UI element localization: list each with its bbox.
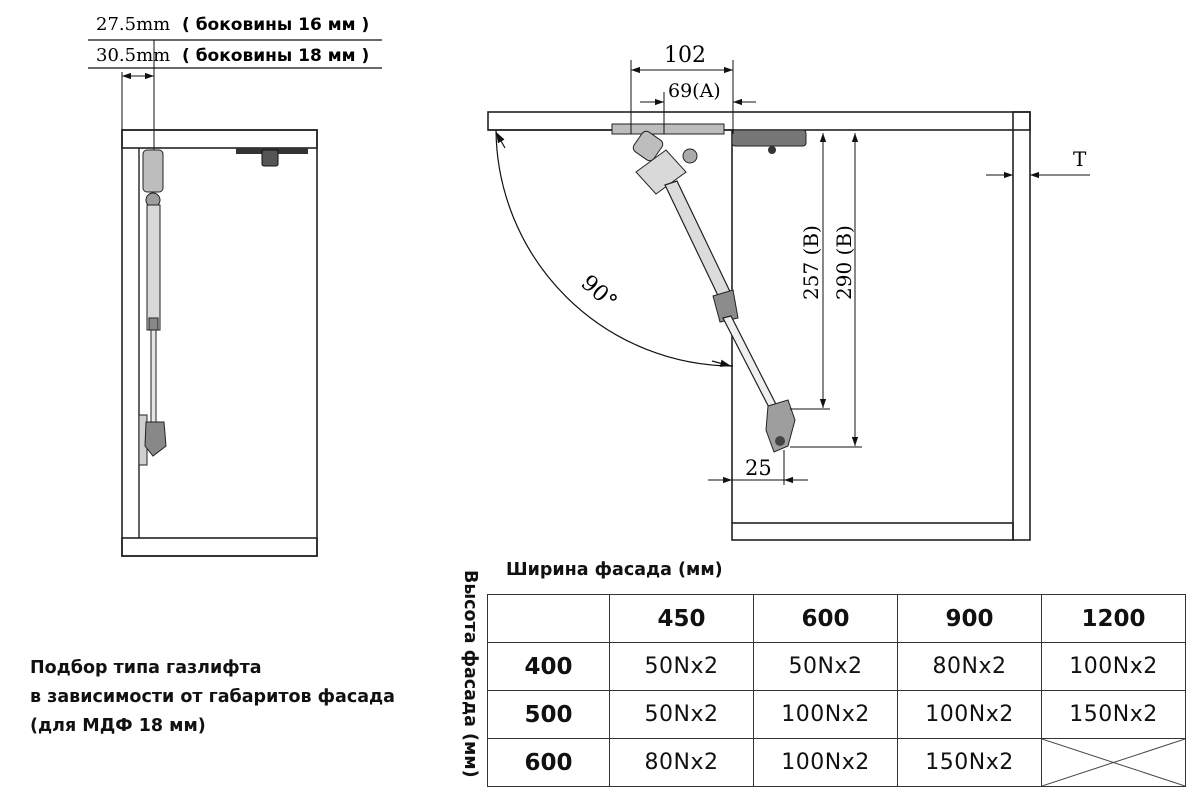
dim-18-value: 30.5mm	[96, 45, 170, 66]
angle-arrow-bottom	[711, 359, 732, 367]
dim-18-note: ( боковины 18 мм )	[182, 46, 369, 66]
table-row: 600 80Nx2 100Nx2 150Nx2	[487, 738, 1186, 787]
note-line-1: Подбор типа газлифта	[30, 658, 262, 678]
table-width-title: Ширина фасада (мм)	[506, 560, 723, 580]
row-header: 400	[487, 642, 610, 691]
note-line-2: в зависимости от габаритов фасада	[30, 687, 395, 707]
row-header: 600	[487, 738, 610, 787]
angle-label: 90°	[576, 270, 622, 315]
column-header: 900	[897, 594, 1042, 643]
table-cell: 100Nx2	[753, 690, 898, 739]
cabinet-top-panel	[121, 129, 318, 149]
table-cell: 150Nx2	[897, 738, 1042, 787]
row-header: 500	[487, 690, 610, 739]
table-cell: 100Nx2	[1041, 642, 1186, 691]
dim-290-label: 290 (B)	[832, 225, 856, 300]
table-cell: 80Nx2	[897, 642, 1042, 691]
dim-257-label: 257 (B)	[799, 225, 823, 300]
table-cell: 100Nx2	[753, 738, 898, 787]
cross-out-icon	[1042, 739, 1185, 786]
table-cell: 50Nx2	[753, 642, 898, 691]
table-cell: 50Nx2	[609, 690, 754, 739]
cabinet-bottom-panel	[121, 537, 318, 557]
dim-102-label: 102	[664, 43, 706, 68]
hinge-body	[261, 149, 279, 167]
dim-16-note: ( боковины 16 мм )	[182, 15, 369, 35]
gas-lift-side	[138, 149, 167, 466]
gas-lift-table: 450 600 900 1200 400 50Nx2 50Nx2 80Nx2 1…	[487, 594, 1186, 787]
table-header-row: 450 600 900 1200	[487, 594, 1186, 643]
front-view: 102 69(A) 90° 257 (B) 290 (B) 25	[487, 43, 1090, 541]
table-cell: 100Nx2	[897, 690, 1042, 739]
gas-strut	[632, 130, 796, 453]
cabinet-top-board	[487, 111, 1031, 131]
table-cell-not-available	[1041, 738, 1186, 787]
t-label: T	[1073, 147, 1087, 171]
dim-25-label: 25	[745, 456, 772, 480]
table-cell: 80Nx2	[609, 738, 754, 787]
note-line-3: (для МДФ 18 мм)	[30, 716, 206, 736]
table-row: 500 50Nx2 100Nx2 100Nx2 150Nx2	[487, 690, 1186, 739]
side-view: 27.5mm ( боковины 16 мм ) 30.5mm ( боков…	[88, 14, 382, 557]
table-height-label: Высота фасада (мм)	[460, 570, 480, 778]
angle-arrow-top	[495, 131, 506, 149]
lift-mount-plate	[611, 123, 725, 135]
column-header: 450	[609, 594, 754, 643]
cabinet-right-side	[1012, 111, 1031, 541]
column-header: 600	[753, 594, 898, 643]
table-row: 400 50Nx2 50Nx2 80Nx2 100Nx2	[487, 642, 1186, 691]
cabinet-bottom-board	[731, 522, 1014, 541]
hinge-screw	[768, 146, 776, 154]
column-header: 1200	[1041, 594, 1186, 643]
dim-69-label: 69(A)	[668, 80, 721, 102]
table-corner-cell	[487, 594, 610, 643]
table-cell: 150Nx2	[1041, 690, 1186, 739]
table-cell: 50Nx2	[609, 642, 754, 691]
hinge-body-front	[731, 129, 807, 147]
dim-16-value: 27.5mm	[96, 14, 170, 35]
gas-lift-selection-note: Подбор типа газлифта в зависимости от га…	[30, 654, 395, 741]
angle-arc	[495, 129, 734, 367]
